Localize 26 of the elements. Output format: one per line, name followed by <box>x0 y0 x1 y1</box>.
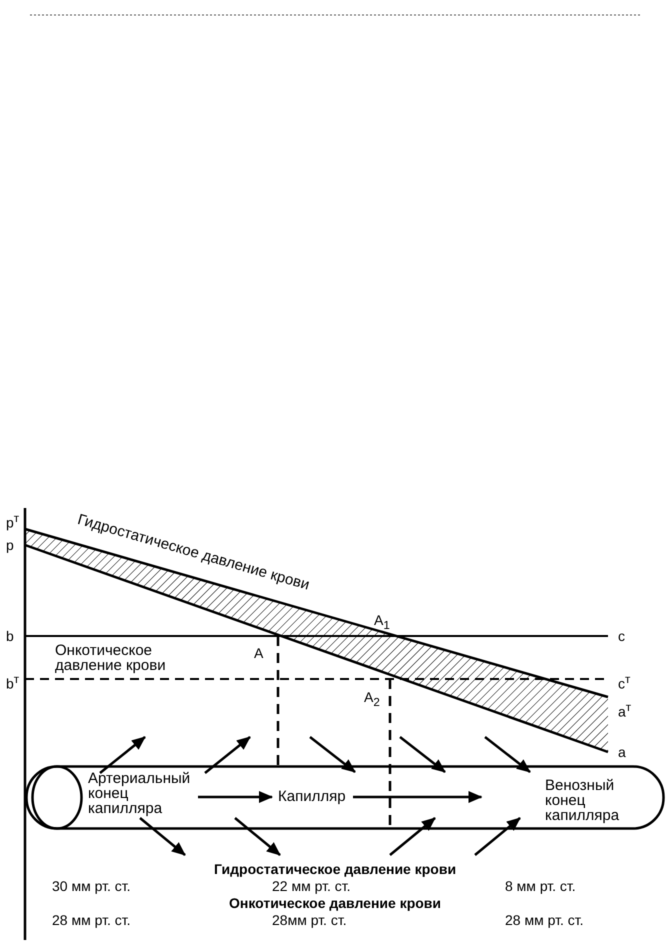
capillary-text: Капилляр <box>278 789 347 804</box>
line-end-label: a <box>618 745 626 760</box>
pressure-value: 28мм рт. ст. <box>272 913 347 928</box>
pressure-value: 28 мм рт. ст. <box>505 913 584 928</box>
axis-label: b <box>6 629 14 644</box>
pressure-value: 28 мм рт. ст. <box>52 913 130 928</box>
arrow <box>353 791 482 803</box>
pressure-value: 8 мм рт. ст. <box>505 879 576 894</box>
pressure-value: 22 мм рт. ст. <box>272 879 350 894</box>
point-label: A <box>254 646 264 661</box>
axis-label: b$^{т}$ <box>6 672 20 692</box>
axis-label: p$^{т}$ <box>6 511 20 531</box>
arrow <box>198 791 273 803</box>
heading: Онкотическое давление крови <box>228 896 442 911</box>
capillary-text: Венозный конец капилляра <box>545 778 621 823</box>
point-label: A$_{2}$ <box>364 690 380 710</box>
point-label: A$_{1}$ <box>374 613 390 633</box>
line-end-label: a$^{т}$ <box>618 700 632 720</box>
heading: Гидростатическое давление крови <box>212 862 458 877</box>
line-label: Онкотическое давление крови <box>55 643 167 673</box>
line-end-label: c$^{т}$ <box>618 672 630 692</box>
line-end-label: c <box>618 629 625 644</box>
pressure-value: 30 мм рт. ст. <box>52 879 130 894</box>
axis-label: p <box>6 538 14 553</box>
capillary-text: Артериальный конец капилляра <box>88 771 192 816</box>
capillary-tube <box>25 765 665 830</box>
